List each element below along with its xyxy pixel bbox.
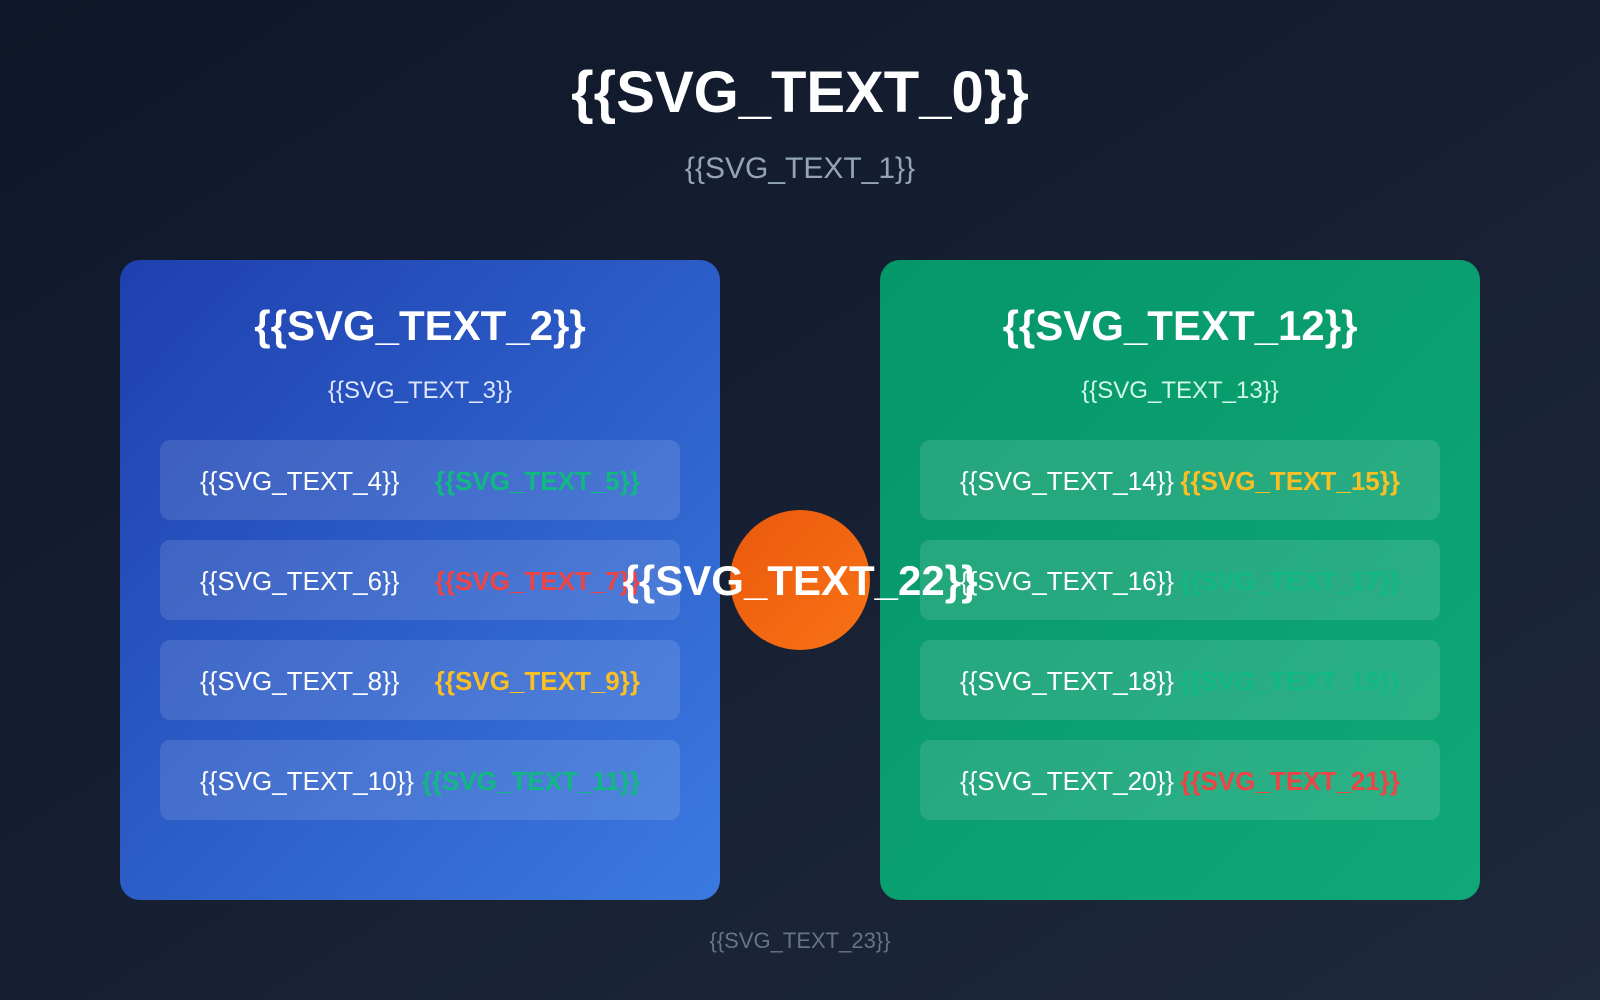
metric-row: {{SVG_TEXT_6}} {{SVG_TEXT_7}} — [160, 540, 680, 620]
page-subtitle: {{SVG_TEXT_1}} — [685, 152, 915, 185]
metric-label: {{SVG_TEXT_6}} — [200, 566, 400, 596]
metric-value: {{SVG_TEXT_19}} — [1180, 666, 1400, 696]
metric-label: {{SVG_TEXT_16}} — [960, 566, 1174, 596]
metric-row: {{SVG_TEXT_10}} {{SVG_TEXT_11}} — [160, 740, 680, 820]
left-panel-background — [120, 260, 720, 900]
metric-row: {{SVG_TEXT_4}} {{SVG_TEXT_5}} — [160, 440, 680, 520]
metric-row: {{SVG_TEXT_16}}{{SVG_TEXT_17}} — [920, 540, 1440, 620]
left-panel-subtitle: {{SVG_TEXT_3}} — [328, 377, 512, 404]
metric-row-background — [160, 640, 680, 720]
metric-value: {{SVG_TEXT_21}} — [1180, 766, 1400, 796]
metric-row: {{SVG_TEXT_20}}{{SVG_TEXT_21}} — [920, 740, 1440, 820]
metric-row: {{SVG_TEXT_14}}{{SVG_TEXT_15}} — [920, 440, 1440, 520]
metric-row-background — [160, 540, 680, 620]
left-panel: {{SVG_TEXT_2}} {{SVG_TEXT_3}} {{SVG_TEXT… — [120, 260, 720, 900]
right-panel: {{SVG_TEXT_12}} {{SVG_TEXT_13}} {{SVG_TE… — [880, 260, 1480, 900]
metric-label: {{SVG_TEXT_14}} — [960, 466, 1174, 496]
metric-value: {{SVG_TEXT_15}} — [1180, 466, 1400, 496]
metric-row-background — [160, 740, 680, 820]
metric-row-background — [920, 640, 1440, 720]
right-panel-subtitle: {{SVG_TEXT_13}} — [1081, 377, 1278, 404]
metric-value: {{SVG_TEXT_5}} — [435, 466, 640, 496]
metric-label: {{SVG_TEXT_4}} — [200, 466, 400, 496]
metric-value: {{SVG_TEXT_17}} — [1180, 566, 1400, 596]
metric-label: {{SVG_TEXT_10}} — [200, 766, 414, 796]
footer-note: {{SVG_TEXT_23}} — [709, 928, 890, 953]
page-title: {{SVG_TEXT_0}} — [571, 60, 1029, 125]
center-badge: {{SVG_TEXT_22}} — [623, 510, 978, 650]
metric-label: {{SVG_TEXT_18}} — [960, 666, 1174, 696]
metric-label: {{SVG_TEXT_8}} — [200, 666, 400, 696]
metric-value: {{SVG_TEXT_7}} — [435, 566, 640, 596]
center-badge-text: {{SVG_TEXT_22}} — [623, 557, 978, 604]
left-panel-title: {{SVG_TEXT_2}} — [254, 302, 586, 349]
center-badge-circle — [730, 510, 870, 650]
metric-row-background — [160, 440, 680, 520]
metric-label: {{SVG_TEXT_20}} — [960, 766, 1174, 796]
metric-value: {{SVG_TEXT_11}} — [422, 766, 640, 796]
metric-value: {{SVG_TEXT_9}} — [435, 666, 640, 696]
metric-row: {{SVG_TEXT_8}} {{SVG_TEXT_9}} — [160, 640, 680, 720]
right-panel-title: {{SVG_TEXT_12}} — [1003, 302, 1358, 349]
metric-row-background — [920, 540, 1440, 620]
right-panel-background — [880, 260, 1480, 900]
metric-row-background — [920, 740, 1440, 820]
metric-row: {{SVG_TEXT_18}}{{SVG_TEXT_19}} — [920, 640, 1440, 720]
metric-row-background — [920, 440, 1440, 520]
